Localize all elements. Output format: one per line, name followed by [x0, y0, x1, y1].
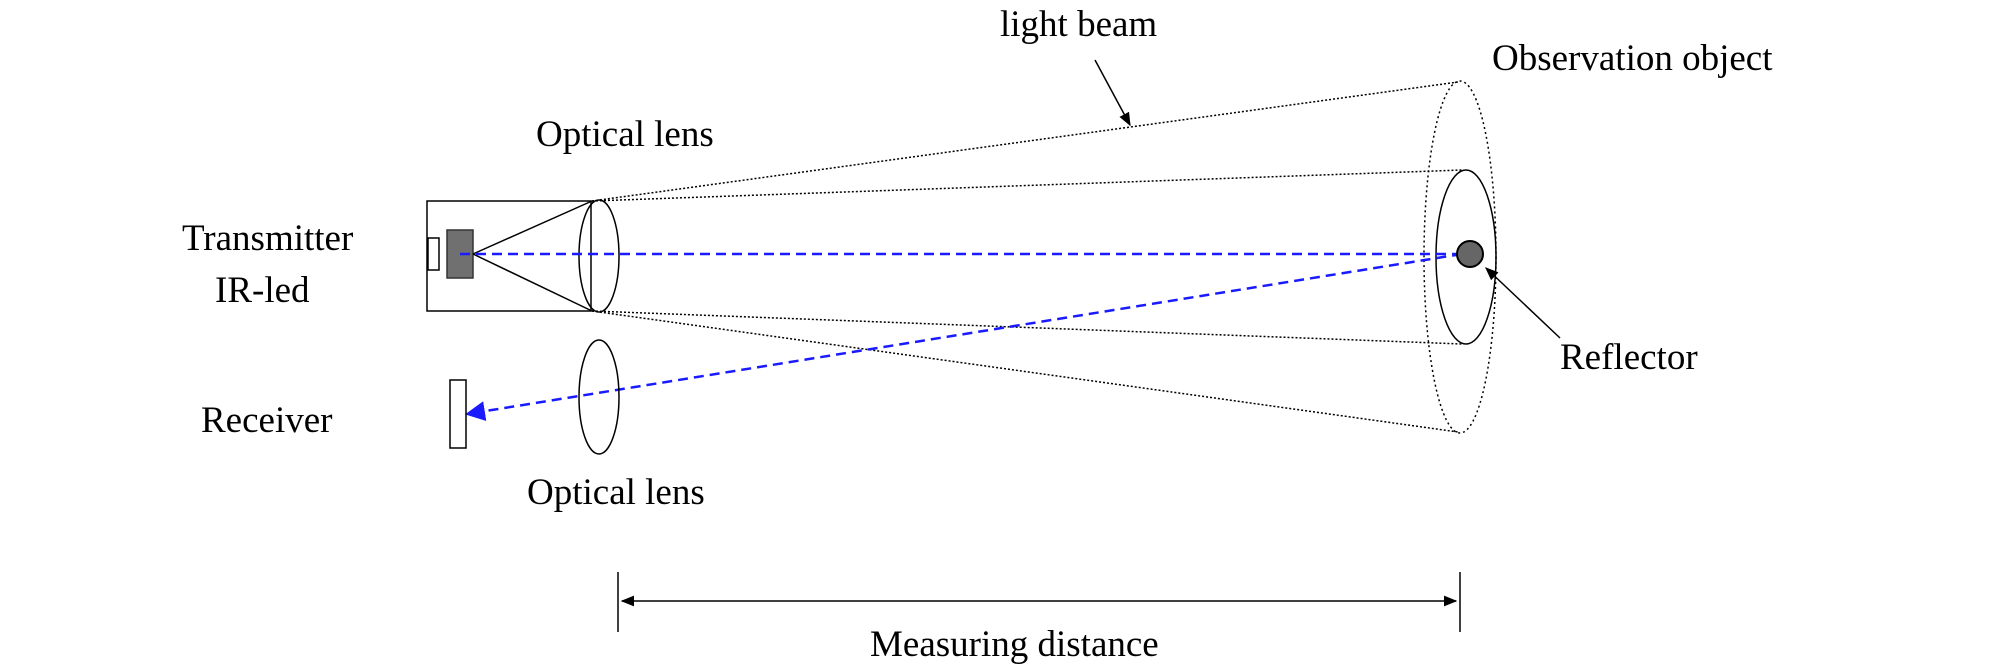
beam-line-outer-top	[591, 81, 1459, 202]
reflector-pointer	[1485, 267, 1561, 339]
label-measuring-distance: Measuring distance	[870, 624, 1159, 665]
label-ir-led: IR-led	[215, 270, 310, 311]
transmitter-housing	[426, 200, 592, 312]
label-observation-object: Observation object	[1492, 38, 1773, 79]
optical-lens-top	[578, 199, 620, 313]
label-light-beam: light beam	[1000, 4, 1157, 45]
beam-line-outer-bottom	[591, 310, 1459, 433]
label-receiver: Receiver	[201, 400, 332, 441]
label-optical-lens-top: Optical lens	[536, 114, 714, 155]
label-optical-lens-bottom: Optical lens	[527, 472, 705, 513]
ray-return	[465, 252, 1463, 422]
label-reflector: Reflector	[1560, 337, 1698, 378]
label-transmitter: Transmitter	[182, 218, 353, 259]
light-beam-pointer	[1094, 59, 1131, 127]
receiver-sensor	[449, 379, 467, 449]
beam-line-inner-top	[591, 169, 1463, 202]
reflector	[1456, 240, 1484, 268]
transmitter-connector	[427, 237, 440, 271]
emitter-cone-bottom	[472, 253, 593, 312]
beam-inner-ellipse	[1435, 169, 1497, 345]
emitter-cone-top	[472, 200, 593, 255]
beam-line-inner-bottom	[591, 310, 1463, 345]
optical-lens-bottom	[578, 339, 620, 455]
